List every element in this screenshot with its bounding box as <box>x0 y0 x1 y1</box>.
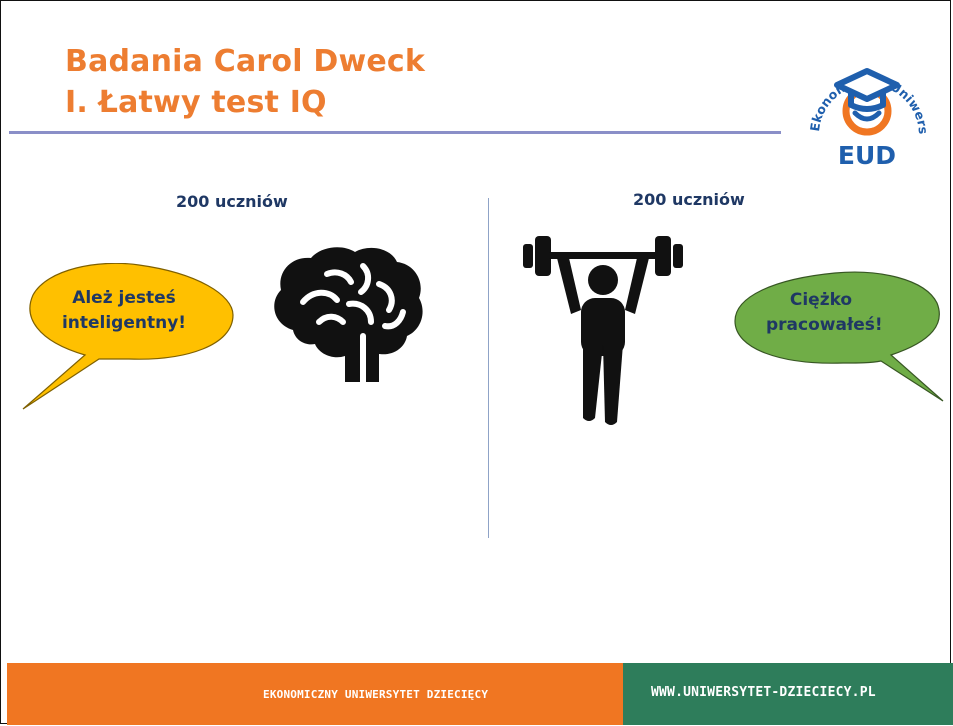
bubble-left-text: Ależ jesteś inteligentny! <box>59 286 189 336</box>
bubble-left-line2: inteligentny! <box>61 313 187 333</box>
title-line-2: I. Łatwy test IQ <box>65 85 327 120</box>
footer-org-name: EKONOMICZNY UNIWERSYTET DZIECIĘCY <box>263 688 489 701</box>
footer-website-link[interactable]: WWW.UNIWERSYTET-DZIECIECY.PL <box>651 685 876 700</box>
bubble-right-line1: Ciężko <box>789 290 853 310</box>
brain-icon <box>274 247 423 382</box>
weightlifter-icon <box>523 236 683 425</box>
panel-divider <box>488 198 489 538</box>
speech-bubble-left <box>22 263 234 410</box>
bubble-left-line1: Ależ jesteś <box>72 288 176 308</box>
right-student-count: 200 uczniów <box>633 190 745 209</box>
speech-bubble-right <box>734 271 944 402</box>
bubble-right-text: Ciężko pracowałeś! <box>766 288 883 338</box>
eud-logo: Ekonomiczny Uniwersytet Dziecięcy EUD <box>801 23 931 170</box>
left-student-count: 200 uczniów <box>176 192 288 211</box>
logo-abbr: EUD <box>838 141 896 170</box>
slide-title: Badania Carol Dweck I. Łatwy test IQ <box>65 41 425 123</box>
title-line-1: Badania Carol Dweck <box>65 44 426 79</box>
footer-right-band <box>623 663 953 725</box>
footer-left-band <box>7 663 623 725</box>
bubble-right-line2: pracowałeś! <box>766 315 883 335</box>
title-underline <box>9 131 781 134</box>
